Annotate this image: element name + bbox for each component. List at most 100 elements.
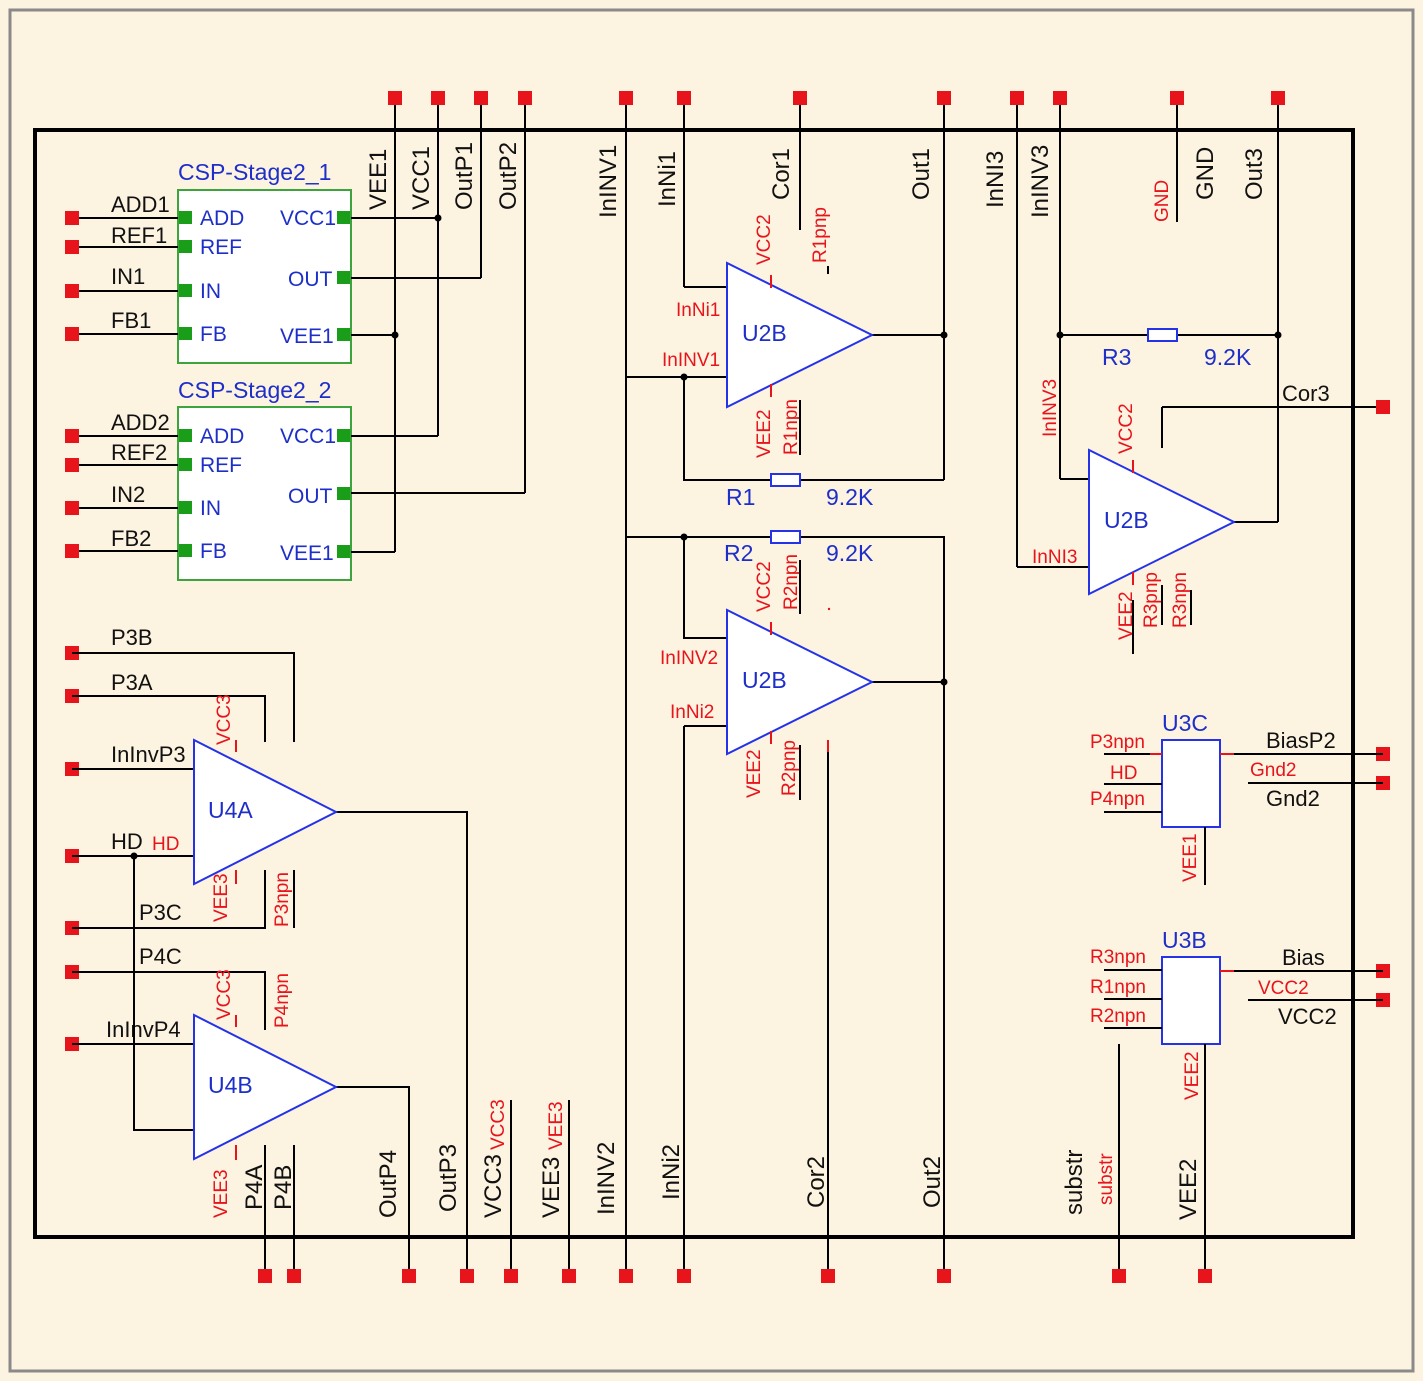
pad-top-ininv1[interactable] [619, 91, 633, 105]
pad-left-add2[interactable] [65, 429, 79, 443]
pad-bottom-p4b[interactable] [287, 1269, 301, 1283]
pad-bottom-vee2[interactable] [1198, 1269, 1212, 1283]
u4a-amplifier [193, 738, 339, 886]
bottom-pins: P4A P4B OutP4 OutP3 VCC3 VEE3 InINV2 InN… [241, 1099, 1212, 1283]
u2b-1-r1pnp: R1pnp [810, 207, 831, 263]
u4a-label: U4A [208, 797, 253, 823]
u3b-out-vcc2: VCC2 [1278, 1004, 1337, 1029]
u4a-vcc3: VCC3 [214, 694, 235, 745]
pad-bottom-substr[interactable] [1112, 1269, 1126, 1283]
left-pins: ADD1 REF1 IN1 FB1 ADD2 REF2 IN2 FB2 P3B … [65, 192, 186, 1051]
junction-dot [680, 373, 688, 381]
pad-top-outp1[interactable] [474, 91, 488, 105]
u3c-in-p3npn: P3npn [1090, 732, 1145, 753]
csp-stage-1-box [177, 189, 352, 364]
u4b-p4npn: P4npn [272, 973, 293, 1028]
pad-left-add1[interactable] [65, 211, 79, 225]
left-pin-label: HD [111, 829, 143, 854]
csp2-pin-vcc1 [337, 429, 350, 442]
csp1-pin-out [337, 271, 350, 284]
top-pin-label: Out1 [908, 148, 935, 200]
pad-bottom-inni2[interactable] [677, 1269, 691, 1283]
csp1-pin-fb [179, 327, 192, 340]
top-pin-label: InINV1 [595, 145, 622, 218]
vcc3-net-label: VCC3 [488, 1099, 509, 1150]
pad-top-ininv3[interactable] [1053, 91, 1067, 105]
pad-bottom-vee3[interactable] [562, 1269, 576, 1283]
csp2-pin-ref [179, 458, 192, 471]
u2b-3-label: U2B [1104, 507, 1149, 533]
r3-value: 9.2K [1204, 344, 1252, 370]
pad-bottom-outp4[interactable] [402, 1269, 416, 1283]
pad-top-outp2[interactable] [518, 91, 532, 105]
u4b-label: U4B [208, 1072, 253, 1098]
u3b-vee2: VEE2 [1182, 1051, 1203, 1100]
left-pin-label: P3B [111, 625, 153, 650]
pad-top-vcc1[interactable] [431, 91, 445, 105]
pad-top-inni3[interactable] [1010, 91, 1024, 105]
u2b-1-ininv1: InINV1 [662, 350, 720, 371]
pad-left-fb2[interactable] [65, 544, 79, 558]
u2b-1-amplifier [726, 261, 875, 409]
r3-resistor [1147, 328, 1178, 342]
r1-value: 9.2K [826, 484, 874, 510]
u3b-in-r2npn: R2npn [1090, 1006, 1146, 1027]
csp-stage-2-title: CSP-Stage2_2 [178, 377, 331, 403]
pad-right-cor3[interactable] [1376, 400, 1390, 414]
top-pin-label: InNi1 [654, 151, 681, 207]
pad-top-out3[interactable] [1271, 91, 1285, 105]
csp2-label-add: ADD [200, 425, 244, 448]
pad-left-ref1[interactable] [65, 240, 79, 254]
bottom-pin-label: VEE2 [1175, 1159, 1202, 1220]
right-pins: Cor3 [1282, 381, 1390, 1007]
csp2-label-in: IN [200, 497, 221, 520]
bottom-pin-label: VEE3 [538, 1157, 565, 1218]
u4b-vcc3: VCC3 [214, 969, 235, 1020]
pad-bottom-outp3[interactable] [460, 1269, 474, 1283]
csp1-pin-ref [179, 240, 192, 253]
pad-top-vee1[interactable] [388, 91, 402, 105]
pad-top-cor1[interactable] [793, 91, 807, 105]
right-pin-label: Cor3 [1282, 381, 1330, 406]
pad-top-out1[interactable] [937, 91, 951, 105]
csp-stage-1: CSP-Stage2_1 ADD REF IN FB VCC1 OUT VEE1 [72, 159, 481, 364]
pad-bottom-vcc3[interactable] [504, 1269, 518, 1283]
u2b-2-amplifier [726, 608, 875, 756]
junction-dot [130, 852, 138, 860]
pad-top-inni1[interactable] [677, 91, 691, 105]
u3b-in-r1npn: R1npn [1090, 977, 1146, 998]
bottom-pin-label: Cor2 [803, 1156, 830, 1208]
bottom-pin-label: InINV2 [593, 1142, 620, 1215]
pad-left-fb1[interactable] [65, 327, 79, 341]
left-pin-label: InInvP4 [106, 1017, 181, 1042]
left-pin-label: ADD2 [111, 410, 170, 435]
csp2-label-fb: FB [200, 540, 227, 563]
pad-left-in2[interactable] [65, 501, 79, 515]
left-pin-label: REF2 [111, 440, 167, 465]
csp1-label-fb: FB [200, 323, 227, 346]
top-pin-label: Out3 [1241, 148, 1268, 200]
u3c-vee1: VEE1 [1180, 833, 1201, 882]
u2b-3-vcc2: VCC2 [1116, 403, 1137, 454]
csp1-label-in: IN [200, 280, 221, 303]
left-pin-label: ADD1 [111, 192, 170, 217]
block-outline [33, 128, 1355, 1239]
pad-top-gnd[interactable] [1170, 91, 1184, 105]
u3c-in-p4npn: P4npn [1090, 789, 1145, 810]
u3c-in-hd: HD [1110, 763, 1137, 784]
pad-bottom-cor2[interactable] [821, 1269, 835, 1283]
left-pin-label: FB1 [111, 308, 151, 333]
substr-net-label: substr [1096, 1153, 1117, 1205]
left-pin-label: P3A [111, 670, 153, 695]
u3b-in-r3npn: R3npn [1090, 947, 1146, 968]
pad-bottom-p4a[interactable] [258, 1269, 272, 1283]
pad-left-ref2[interactable] [65, 458, 79, 472]
csp2-pin-fb [179, 544, 192, 557]
left-pin-label: IN1 [111, 264, 145, 289]
pad-bottom-out2[interactable] [937, 1269, 951, 1283]
pad-bottom-ininv2[interactable] [619, 1269, 633, 1283]
pad-left-in1[interactable] [65, 284, 79, 298]
top-pin-label: Cor1 [768, 148, 795, 200]
bottom-pin-label: VCC3 [480, 1154, 507, 1218]
u2b-2-r2pnp: R2pnp [779, 740, 800, 796]
